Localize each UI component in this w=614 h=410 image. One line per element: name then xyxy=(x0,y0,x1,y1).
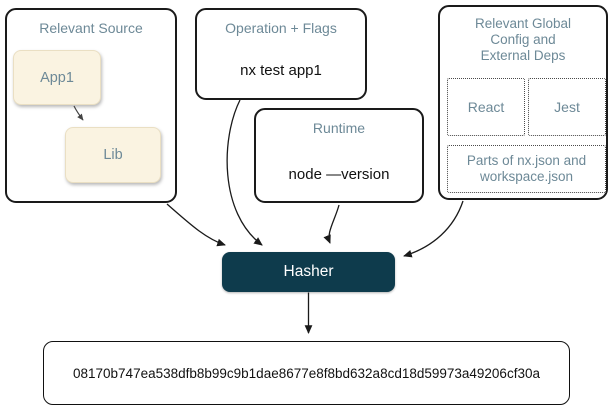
relevant-source-group: Relevant Source App1 Lib xyxy=(5,8,177,203)
node-app1-label: App1 xyxy=(40,69,74,86)
runtime-title: Runtime xyxy=(312,120,366,136)
dep-jest-label: Jest xyxy=(554,99,580,115)
global-config-title: Relevant Global Config and External Deps xyxy=(440,7,606,64)
hasher-node: Hasher xyxy=(222,252,395,292)
dep-react-label: React xyxy=(467,99,505,115)
hash-output-box: 08170b747ea538dfb8b99c9b1dae8677e8f8bd63… xyxy=(43,341,570,405)
edge-globalconfig-to-hasher xyxy=(403,200,464,258)
operation-flags-title: Operation + Flags xyxy=(225,20,337,36)
config-files-node: Parts of nx.json and workspace.json xyxy=(447,145,606,193)
dep-react: React xyxy=(447,78,525,136)
node-lib: Lib xyxy=(65,127,161,183)
edge-source-to-hasher xyxy=(166,203,226,247)
global-config-group: Relevant Global Config and External Deps… xyxy=(438,5,608,200)
hasher-label: Hasher xyxy=(283,263,334,280)
operation-flags-group: Operation + Flags nx test app1 xyxy=(195,8,367,100)
global-config-title-line2: Config and xyxy=(490,32,556,47)
runtime-group: Runtime node —version xyxy=(254,108,424,203)
global-config-title-line1: Relevant Global xyxy=(474,16,572,31)
hash-output-value: 08170b747ea538dfb8b99c9b1dae8677e8f8bd63… xyxy=(73,365,540,381)
global-config-title-line3: External Deps xyxy=(480,48,566,63)
relevant-source-title: Relevant Source xyxy=(39,20,143,36)
config-files-label: Parts of nx.json and workspace.json xyxy=(466,153,587,184)
node-app1: App1 xyxy=(13,50,101,105)
edge-runtime-to-hasher xyxy=(323,204,340,244)
node-lib-label: Lib xyxy=(103,147,123,163)
dep-jest: Jest xyxy=(528,78,606,136)
operation-command: nx test app1 xyxy=(240,62,322,79)
runtime-command: node —version xyxy=(288,166,390,183)
